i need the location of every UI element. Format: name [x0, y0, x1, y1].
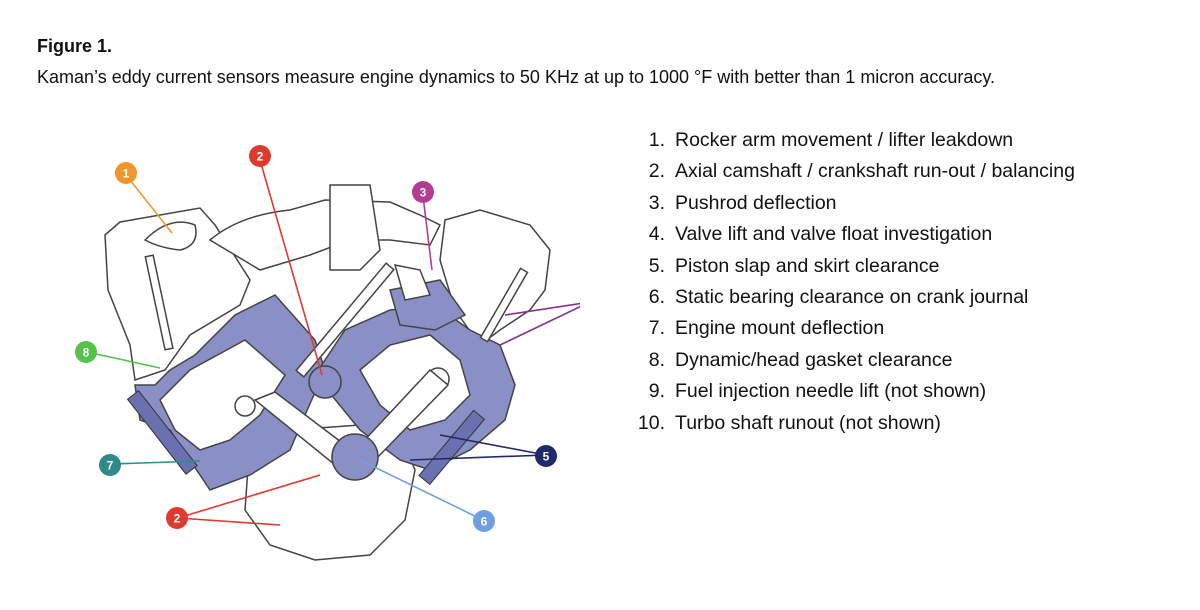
camshaft	[308, 365, 342, 399]
sensors	[126, 389, 486, 486]
callout-7: 7	[99, 454, 121, 476]
callout-2-bottom: 2	[166, 507, 188, 529]
engine-diagram: 1 2 3 4 5 6 7 8	[75, 145, 580, 561]
svg-text:5: 5	[543, 450, 550, 464]
callout-3: 3	[412, 181, 434, 203]
legend-item: 3.Pushrod deflection	[648, 191, 837, 214]
right-skirt-sensor	[418, 409, 486, 486]
callout-8: 8	[75, 341, 97, 363]
svg-text:1: 1	[123, 167, 130, 181]
left-mount-sensor	[126, 389, 198, 475]
connecting-rods	[253, 368, 450, 467]
lifter	[393, 264, 432, 301]
legend-item: 8.Dynamic/head gasket clearance	[648, 348, 953, 371]
callout-1: 1	[115, 162, 137, 184]
svg-text:7: 7	[107, 459, 114, 473]
right-valve-stem	[479, 267, 529, 343]
rocker-arm-left	[143, 221, 197, 251]
callout-2-top: 2	[249, 145, 271, 167]
legend-item: 7.Engine mount deflection	[648, 317, 885, 340]
svg-text:2: 2	[174, 512, 181, 526]
legend-item: 6.Static bearing clearance on crank jour…	[648, 285, 1029, 308]
legend-item: 10.Turbo shaft runout (not shown)	[637, 411, 941, 434]
valvetrain	[143, 184, 529, 378]
figure-title: Figure 1.	[37, 36, 113, 56]
intake-runner	[329, 184, 381, 271]
svg-text:3: 3	[420, 186, 427, 200]
pushrod	[295, 262, 395, 378]
left-piston	[159, 339, 286, 451]
svg-text:2: 2	[257, 150, 264, 164]
callout-lines	[86, 159, 580, 526]
cylinders	[159, 334, 471, 451]
left-piston-pin	[234, 395, 256, 417]
svg-text:6: 6	[481, 515, 488, 529]
callout-badges: 1 2 3 4 5 6 7 8	[75, 145, 557, 532]
figure-caption: Kaman’s eddy current sensors measure eng…	[37, 67, 996, 87]
svg-text:8: 8	[83, 346, 90, 360]
callout-6: 6	[473, 510, 495, 532]
legend-item: 4.Valve lift and valve float investigati…	[648, 223, 993, 246]
upper-valley	[208, 199, 442, 271]
crankshaft-journal	[331, 433, 379, 481]
legend-item: 9.Fuel injection needle lift (not shown)	[648, 380, 987, 403]
legend-item: 2.Axial camshaft / crankshaft run-out / …	[648, 160, 1075, 183]
legend-item: 1.Rocker arm movement / lifter leakdown	[648, 129, 1014, 151]
legend-item: 5.Piston slap and skirt clearance	[648, 254, 940, 277]
engine-block	[104, 199, 551, 561]
legend-list: 1.Rocker arm movement / lifter leakdown …	[632, 125, 1075, 439]
left-valve-stem	[144, 254, 174, 351]
left-cylinder-head	[104, 207, 251, 381]
callout-5: 5	[535, 445, 557, 467]
